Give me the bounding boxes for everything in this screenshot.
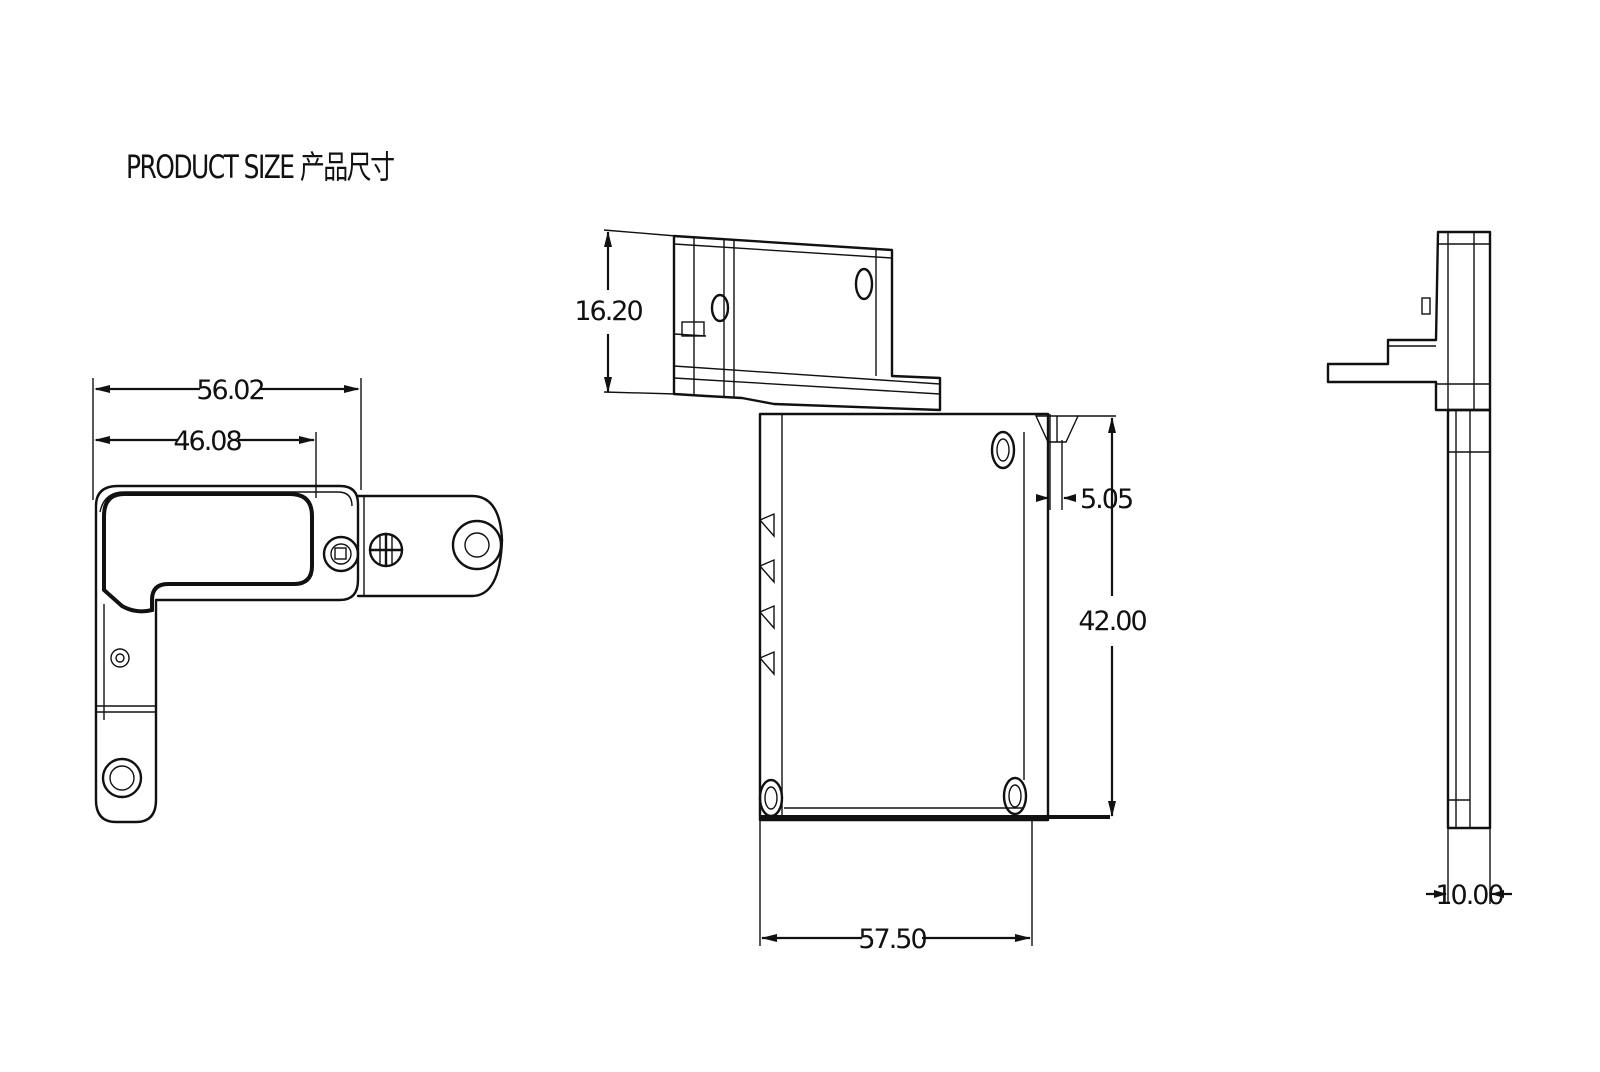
mount-hole [101,757,143,799]
housing-hole [854,267,874,301]
arm-hole [451,519,503,571]
corner-hole [990,430,1016,470]
dim-overall-length: 56.02 [196,375,263,406]
drawing-title: PRODUCT SIZE 产品尺寸 [126,148,395,186]
corner-hole [1002,776,1028,816]
front-view: 16.20 5.05 42.00 57.50 [574,229,1148,955]
housing [672,234,942,412]
base-plate [758,412,1050,822]
dim-offset: 5.05 [1080,484,1132,515]
top-view-slot [102,492,314,614]
small-hole [110,648,130,668]
corner-hole [758,778,784,818]
arm [356,494,504,598]
dim-height: 16.20 [574,296,642,327]
top-view: 56.02 46.08 [92,375,504,824]
dim-width: 57.50 [858,924,926,955]
top-view-outline [94,484,360,824]
dim-inner-length: 46.08 [173,426,241,457]
side-plate [1446,408,1492,830]
dim-thickness: 10.00 [1435,880,1503,911]
side-housing [1326,230,1492,412]
dim-depth: 42.00 [1078,606,1146,637]
housing-hole [710,293,730,323]
side-view: 10.00 [1326,230,1512,911]
screw-hole [322,535,360,573]
